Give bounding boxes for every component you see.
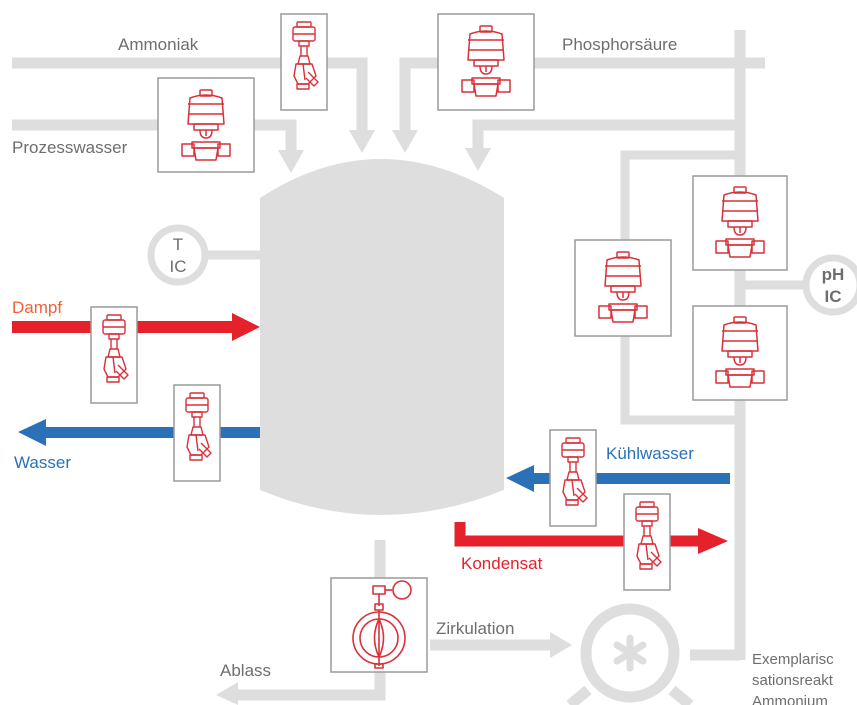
caption-line-2: sationsreakt [752, 672, 834, 689]
pipe-return-top [472, 119, 740, 150]
valve-kondensat[interactable] [623, 493, 671, 591]
arrow-ablass [216, 682, 238, 705]
gray-arrowheads [216, 130, 572, 705]
valve-ph-loop-left[interactable] [574, 239, 672, 337]
t-ic-label-top: T [173, 235, 183, 254]
pipe-kondensat [454, 522, 700, 547]
valve-wasser[interactable] [173, 384, 221, 482]
label-ammoniak: Ammoniak [118, 35, 199, 54]
arrow-kondensat [698, 528, 728, 554]
caption-line-1: Exemplarisc [752, 651, 834, 668]
valve-dampf[interactable] [90, 306, 138, 404]
label-phosphorsaeure: Phosphorsäure [562, 35, 677, 54]
pipe-phosphorsaeure [399, 57, 765, 132]
pipe-wasser [42, 427, 260, 438]
arrow-zirkulation [550, 632, 572, 658]
pipe-ammoniak [12, 57, 368, 132]
label-ablass: Ablass [220, 661, 271, 680]
t-ic-instrument: T IC [147, 224, 209, 286]
valve-ph-loop-bottom[interactable] [692, 305, 788, 401]
pipe-prozesswasser [12, 119, 297, 152]
arrow-phosphorsaeure [392, 130, 418, 153]
label-kondensat: Kondensat [461, 554, 543, 573]
pump-icon [566, 603, 694, 705]
arrow-wasser [18, 419, 46, 446]
pipe-kuehlwasser [530, 473, 730, 484]
t-ic-label-bottom: IC [170, 257, 187, 276]
arrow-ammoniak [349, 130, 375, 153]
label-kuehlwasser: Kühlwasser [606, 444, 694, 463]
valve-kuehlwasser[interactable] [549, 429, 597, 527]
reactor-tank [260, 159, 504, 515]
valve-ammoniak[interactable] [280, 13, 328, 111]
valve-ph-loop-top[interactable] [692, 175, 788, 271]
arrow-dampf [232, 313, 260, 341]
ph-ic-label-bottom: IC [825, 287, 842, 306]
arrow-return [465, 148, 491, 171]
ph-ic-label-top: pH [822, 265, 845, 284]
ph-ic-instrument: pH IC [802, 254, 857, 316]
arrow-kuehlwasser [506, 465, 534, 492]
label-dampf: Dampf [12, 298, 62, 317]
arrow-prozesswasser [278, 150, 304, 173]
pipe-ablass [236, 672, 386, 701]
label-prozesswasser: Prozesswasser [12, 138, 128, 157]
valve-phosphorsaeure[interactable] [437, 13, 535, 111]
label-zirkulation: Zirkulation [436, 619, 514, 638]
valve-prozesswasser[interactable] [157, 77, 255, 173]
label-wasser: Wasser [14, 453, 71, 472]
caption-line-3: Ammonium [752, 693, 828, 705]
valve-bottom-butterfly[interactable] [330, 577, 428, 673]
